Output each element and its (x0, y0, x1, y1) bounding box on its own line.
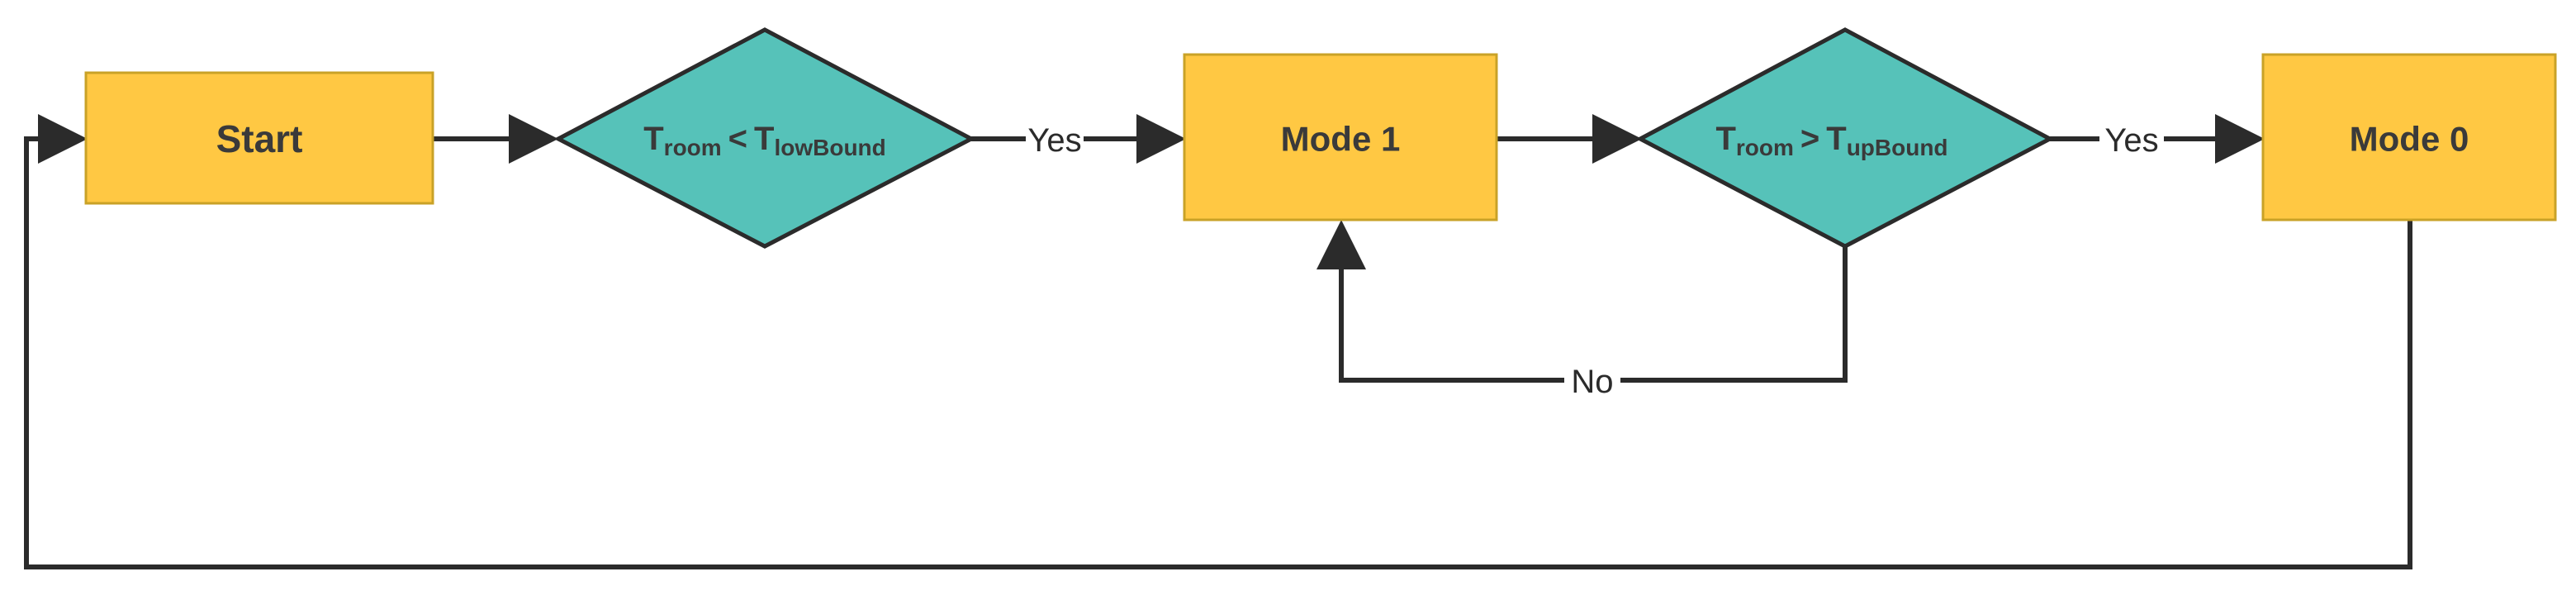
decision1-yes-label: Yes (1027, 122, 1081, 159)
start-box (84, 71, 434, 205)
mode1-label: Mode 1 (1281, 120, 1401, 159)
decision2-sub-right: upBound (1847, 135, 1948, 160)
decision1-diamond (553, 27, 976, 249)
decision2-node[interactable]: Troom>TupBound (1635, 27, 2055, 249)
start-node[interactable]: Start (84, 71, 434, 205)
decision2-no-label: No (1571, 364, 1613, 400)
decision2-diamond (1635, 27, 2055, 249)
decision1-operator: < (728, 121, 747, 157)
decision1-node[interactable]: Troom<TlowBound (553, 27, 976, 249)
decision2-condition: Troom>TupBound (1715, 121, 1947, 160)
decision2-base-right: T (1826, 121, 1846, 157)
decision2-sub-left: room (1736, 135, 1794, 160)
edge-decision2-no-a (1620, 245, 1848, 383)
decision2-operator: > (1800, 121, 1819, 157)
mode0-box (2261, 53, 2557, 222)
mode0-label: Mode 0 (2350, 120, 2469, 159)
mode1-box (1183, 53, 1498, 222)
connectors (24, 114, 2412, 569)
mode0-node[interactable]: Mode 0 (2261, 53, 2557, 222)
decision1-sub-left: room (664, 135, 722, 160)
decision1-base-left: T (643, 121, 663, 157)
mode1-node[interactable]: Mode 1 (1183, 53, 1498, 222)
decision1-sub-right: lowBound (774, 135, 885, 160)
decision1-condition: Troom<TlowBound (643, 121, 886, 160)
decision1-base-right: T (754, 121, 774, 157)
edge-decision2-no-b (1316, 220, 1564, 383)
start-label: Start (216, 117, 303, 160)
decision2-base-left: T (1715, 121, 1735, 157)
decision2-yes-label: Yes (2104, 122, 2158, 159)
edge-mode0-to-start (24, 114, 2412, 569)
